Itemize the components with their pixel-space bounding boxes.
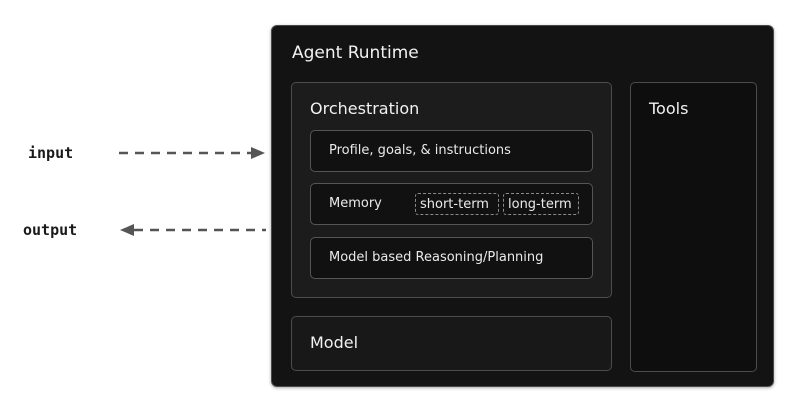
orchestration-box: Orchestration Profile, goals, & instruct… — [291, 82, 612, 298]
output-label: output — [23, 221, 78, 239]
memory-box: Memory short-term long-term — [310, 183, 593, 225]
input-label: input — [28, 144, 74, 162]
tools-title: Tools — [649, 99, 689, 118]
long-term-memory-chip: long-term — [503, 193, 579, 215]
agent-runtime-title: Agent Runtime — [292, 43, 419, 63]
input-arrow — [119, 147, 265, 159]
memory-label: Memory — [329, 196, 382, 211]
orchestration-title: Orchestration — [310, 99, 420, 118]
tools-box: Tools — [630, 82, 757, 372]
model-title: Model — [310, 333, 359, 352]
reasoning-planning-label: Model based Reasoning/Planning — [329, 250, 544, 265]
reasoning-planning-box: Model based Reasoning/Planning — [310, 237, 593, 279]
profile-goals-instructions-label: Profile, goals, & instructions — [329, 143, 511, 158]
output-arrow — [120, 224, 266, 236]
profile-goals-instructions-box: Profile, goals, & instructions — [310, 130, 593, 172]
agent-runtime-box: Agent Runtime Orchestration Profile, goa… — [271, 25, 774, 387]
model-box: Model — [291, 316, 612, 371]
short-term-memory-chip: short-term — [415, 193, 499, 215]
